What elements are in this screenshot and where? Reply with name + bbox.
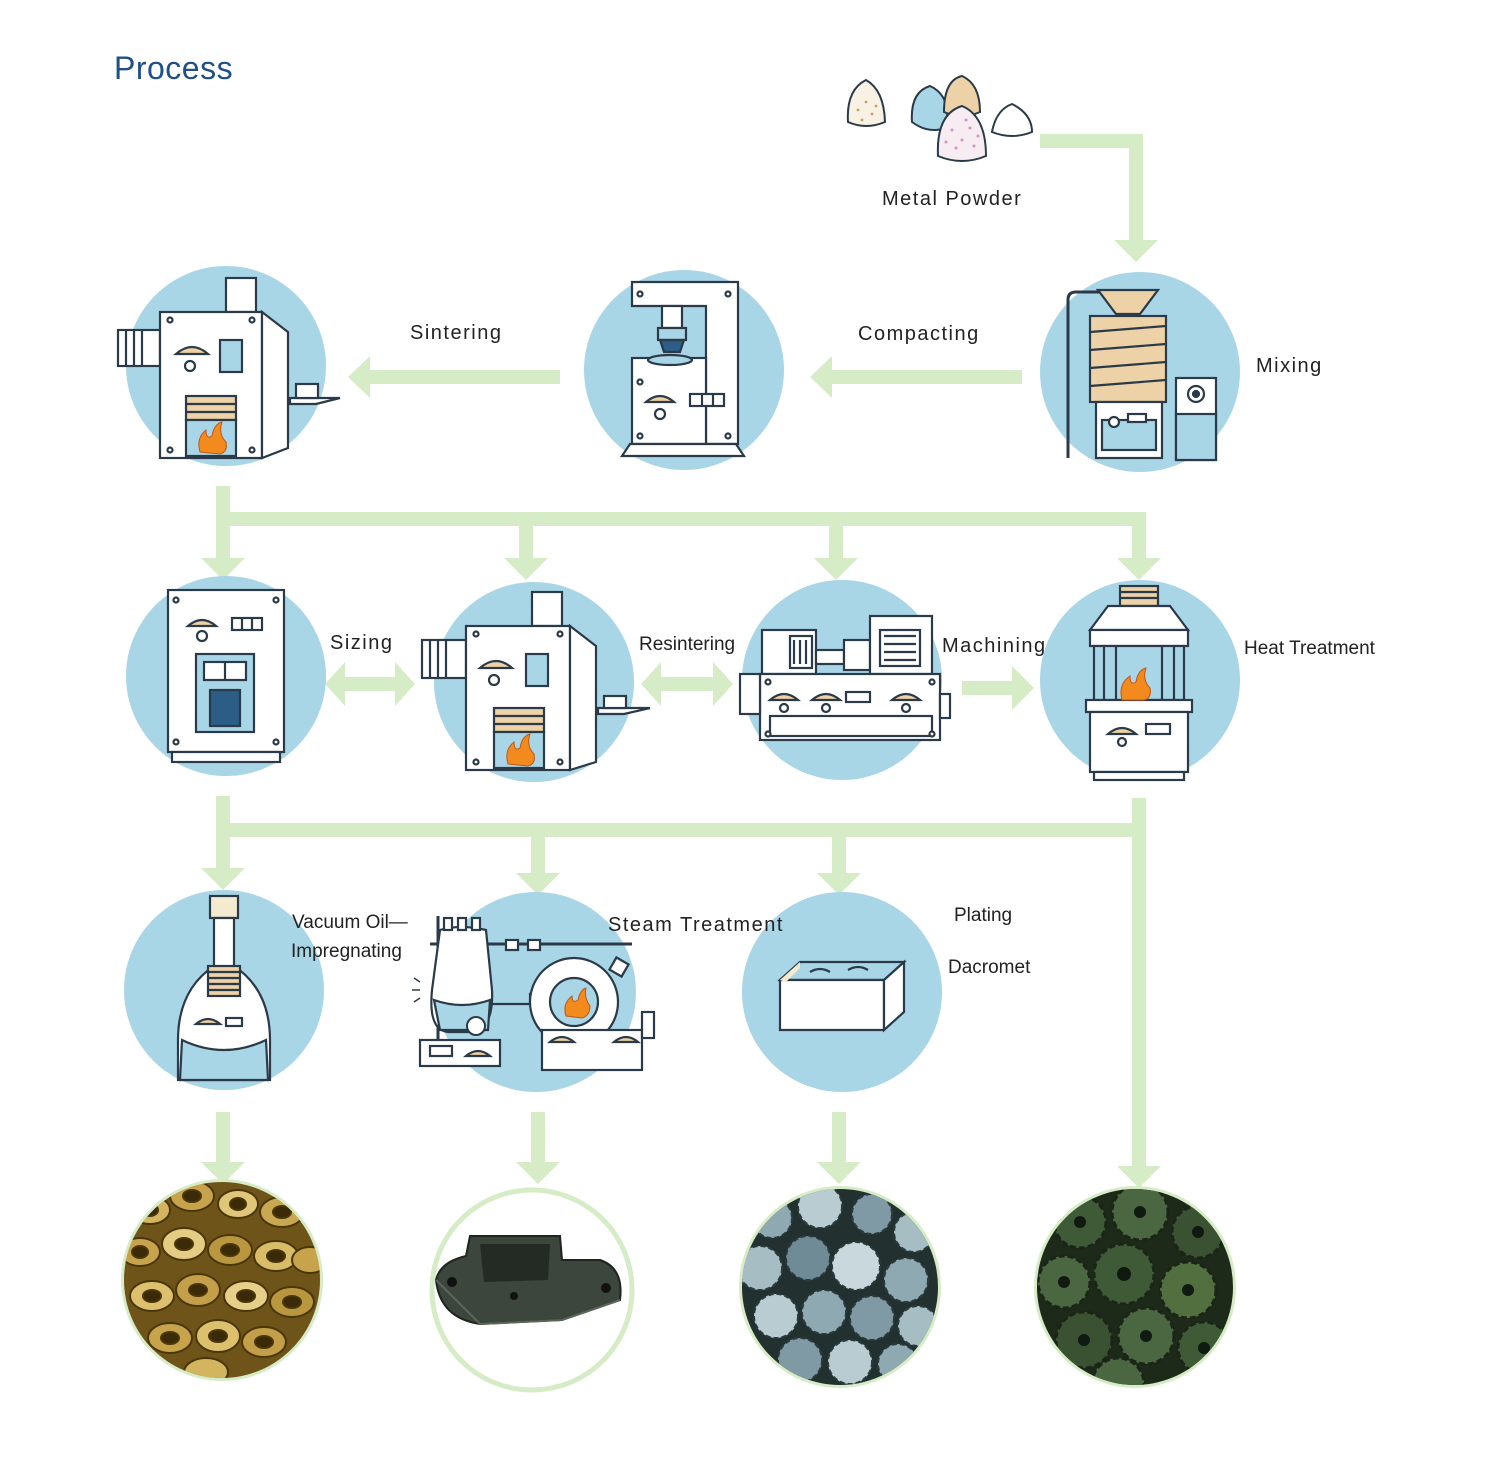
arrow-compacting-to-sintering bbox=[348, 356, 560, 398]
bushings-pile bbox=[124, 1182, 320, 1378]
bronze-bushings-image bbox=[121, 1179, 323, 1381]
compacting-press-icon bbox=[584, 270, 784, 470]
label-impregnating: Impregnating bbox=[291, 941, 402, 962]
label-compacting: Compacting bbox=[858, 323, 980, 345]
label-plating: Plating bbox=[954, 905, 1013, 926]
label-steam-treatment: Steam Treatment bbox=[608, 914, 784, 936]
arrow-lower-branch bbox=[201, 796, 1161, 1188]
arrow-machining-to-heat bbox=[962, 666, 1034, 710]
vacuum-oil-bottle-icon bbox=[124, 890, 324, 1090]
mixing-machine-icon bbox=[1040, 272, 1240, 472]
label-metal-powder: Metal Powder bbox=[882, 188, 1023, 210]
machining-lathe-icon bbox=[738, 580, 952, 780]
page-title: Process bbox=[114, 50, 234, 86]
sizing-press-icon bbox=[126, 576, 326, 776]
flow-arrows bbox=[201, 134, 1161, 1188]
resintering-furnace-icon bbox=[420, 582, 651, 782]
label-heat-treatment: Heat Treatment bbox=[1244, 638, 1375, 659]
plating-tank-icon bbox=[742, 892, 942, 1092]
arrow-sintering-branch bbox=[201, 486, 1161, 580]
label-resintering: Resintering bbox=[639, 634, 736, 655]
arrow-mixing-to-compacting bbox=[810, 356, 1022, 398]
sintering-furnace-icon bbox=[116, 266, 341, 466]
arrow-resintering-machining bbox=[641, 662, 733, 706]
steam-treated-part-image bbox=[429, 1187, 635, 1393]
label-sintering: Sintering bbox=[410, 322, 503, 344]
heat-treatment-furnace-icon bbox=[1040, 580, 1240, 782]
label-vacuum-oil: Vacuum Oil— bbox=[292, 912, 408, 933]
metal-powder-icon bbox=[846, 74, 1034, 162]
arrow-powder-to-mixing bbox=[1040, 134, 1158, 262]
label-dacromet: Dacromet bbox=[948, 957, 1031, 978]
arrow-sizing-resintering bbox=[325, 662, 415, 706]
arrow-process-to-products bbox=[201, 1112, 861, 1184]
plated-gears-image bbox=[739, 1186, 941, 1388]
label-machining: Machining bbox=[942, 635, 1047, 657]
label-sizing: Sizing bbox=[330, 632, 394, 654]
label-mixing: Mixing bbox=[1256, 355, 1323, 377]
heat-treated-gears-image bbox=[1034, 1186, 1236, 1388]
steam-treatment-apparatus-icon bbox=[412, 892, 656, 1092]
